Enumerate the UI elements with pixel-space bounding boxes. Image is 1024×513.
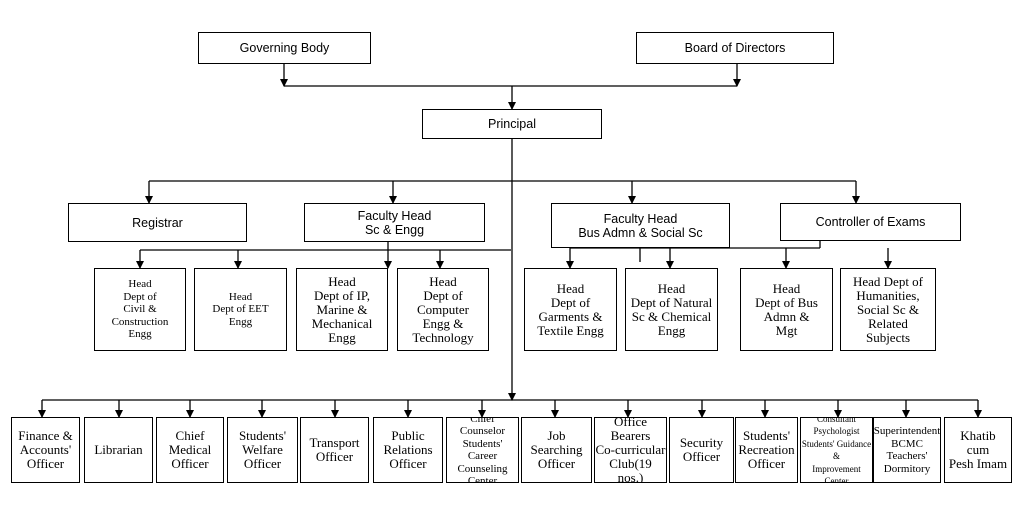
faculty-head-bus-admn-label: Faculty Head Bus Admn & Social Sc	[578, 211, 703, 240]
officer-security-label: Security Officer	[679, 435, 724, 464]
controller-of-exams-box: Controller of Exams	[780, 203, 961, 241]
dept-computer-engg-box: Head Dept of Computer Engg & Technology	[397, 268, 489, 351]
officer-khatib-pesh-imam-label: Khatib cum Pesh Imam	[948, 428, 1008, 471]
officer-public-relations-label: Public Relations Officer	[383, 428, 433, 471]
officer-students-recreation-label: Students' Recreation Officer	[738, 428, 795, 471]
officer-librarian-label: Librarian	[94, 442, 143, 457]
officer-librarian-box: Librarian	[84, 417, 153, 483]
officer-job-searching-box: Job Searching Officer	[521, 417, 592, 483]
dept-natural-sc-chemical-box: Head Dept of Natural Sc & Chemical Engg	[625, 268, 718, 351]
registrar-label: Registrar	[132, 215, 183, 230]
officer-superintendent-dormitory-box: Superintendent BCMC Teachers' Dormitory	[873, 417, 941, 483]
dept-computer-engg-label: Head Dept of Computer Engg & Technology	[412, 273, 474, 345]
dept-eet-label: Head Dept of EET Engg	[212, 290, 269, 328]
officer-security-box: Security Officer	[669, 417, 734, 483]
dept-natural-sc-chemical-label: Head Dept of Natural Sc & Chemical Engg	[630, 280, 713, 338]
officer-finance-accounts-label: Finance & Accounts' Officer	[18, 428, 73, 471]
registrar-box: Registrar	[68, 203, 247, 242]
faculty-head-sc-engg-label: Faculty Head Sc & Engg	[357, 208, 432, 237]
dept-eet-box: Head Dept of EET Engg	[194, 268, 287, 351]
board-of-directors-label: Board of Directors	[684, 41, 786, 55]
governing-body-box: Governing Body	[198, 32, 371, 64]
officer-students-recreation-box: Students' Recreation Officer	[735, 417, 798, 483]
officer-finance-accounts-box: Finance & Accounts' Officer	[11, 417, 80, 483]
dept-garments-textile-label: Head Dept of Garments & Textile Engg	[537, 280, 604, 338]
officer-students-welfare-label: Students' Welfare Officer	[238, 428, 287, 471]
officer-khatib-pesh-imam-box: Khatib cum Pesh Imam	[944, 417, 1012, 483]
officer-chief-counselor-label: Chief Counselor Students' Career Counsel…	[457, 417, 508, 483]
dept-ip-marine-mechanical-label: Head Dept of IP, Marine & Mechanical Eng…	[311, 273, 373, 345]
governing-body-label: Governing Body	[239, 41, 330, 55]
officer-public-relations-box: Public Relations Officer	[373, 417, 443, 483]
dept-civil-construction-label: Head Dept of Civil & Construction Engg	[111, 278, 169, 341]
faculty-head-sc-engg-box: Faculty Head Sc & Engg	[304, 203, 485, 242]
dept-humanities-social-label: Head Dept of Humanities, Social Sc & Rel…	[852, 273, 924, 345]
officer-chief-counselor-box: Chief Counselor Students' Career Counsel…	[446, 417, 519, 483]
officer-transport-label: Transport Officer	[309, 435, 360, 464]
dept-humanities-social-box: Head Dept of Humanities, Social Sc & Rel…	[840, 268, 936, 351]
officer-chief-medical-label: Chief Medical Officer	[168, 428, 212, 471]
officer-chief-medical-box: Chief Medical Officer	[156, 417, 224, 483]
dept-bus-admn-mgt-label: Head Dept of Bus Admn & Mgt	[755, 280, 818, 338]
faculty-head-bus-admn-box: Faculty Head Bus Admn & Social Sc	[551, 203, 730, 248]
officer-transport-box: Transport Officer	[300, 417, 369, 483]
principal-box: Principal	[422, 109, 602, 139]
dept-ip-marine-mechanical-box: Head Dept of IP, Marine & Mechanical Eng…	[296, 268, 388, 351]
dept-garments-textile-box: Head Dept of Garments & Textile Engg	[524, 268, 617, 351]
officer-office-bearers-box: Office Bearers Co-curricular Club(19 nos…	[594, 417, 667, 483]
officer-students-welfare-box: Students' Welfare Officer	[227, 417, 298, 483]
officer-consultant-psychologist-box: Consultant Psychologist Students' Guidan…	[800, 417, 873, 483]
dept-civil-construction-box: Head Dept of Civil & Construction Engg	[94, 268, 186, 351]
principal-label: Principal	[488, 117, 536, 131]
officer-office-bearers-label: Office Bearers Co-curricular Club(19 nos…	[595, 417, 666, 483]
officer-superintendent-dormitory-label: Superintendent BCMC Teachers' Dormitory	[873, 425, 941, 475]
controller-of-exams-label: Controller of Exams	[815, 215, 926, 229]
officer-consultant-psychologist-label: Consultant Psychologist Students' Guidan…	[801, 417, 872, 483]
dept-bus-admn-mgt-box: Head Dept of Bus Admn & Mgt	[740, 268, 833, 351]
board-of-directors-box: Board of Directors	[636, 32, 834, 64]
officer-job-searching-label: Job Searching Officer	[530, 428, 583, 471]
